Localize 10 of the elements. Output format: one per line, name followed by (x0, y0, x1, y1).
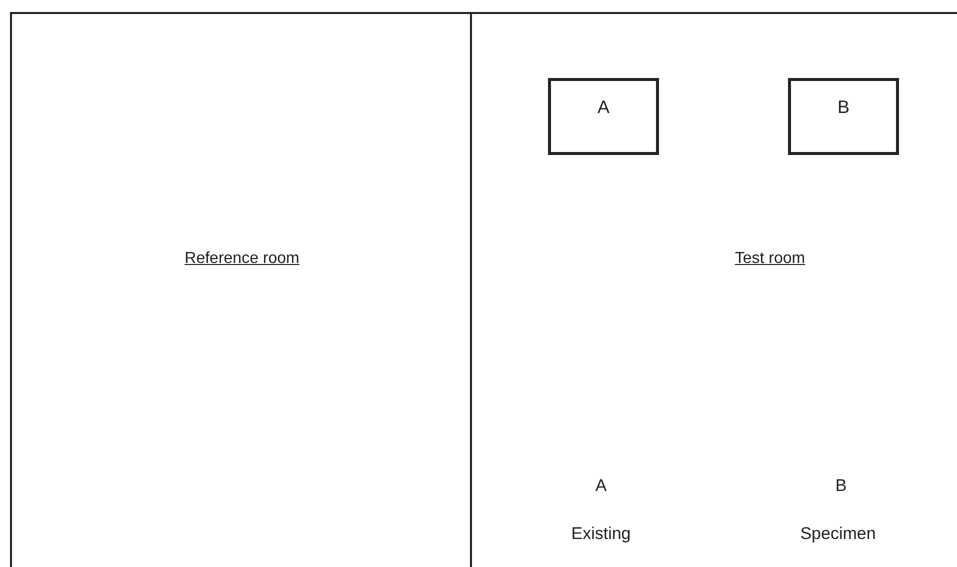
specimen-box: A (548, 78, 659, 155)
position-caption: Existing (571, 524, 631, 544)
room-name: Test room (734, 250, 806, 268)
position-letter: B (835, 476, 847, 496)
room-name: Reference room (184, 250, 300, 268)
position-letter: A (595, 476, 607, 496)
room-outline (10, 12, 471, 567)
position-caption: Specimen (800, 524, 876, 544)
specimen-box: B (788, 78, 899, 155)
room-outline (470, 12, 957, 567)
